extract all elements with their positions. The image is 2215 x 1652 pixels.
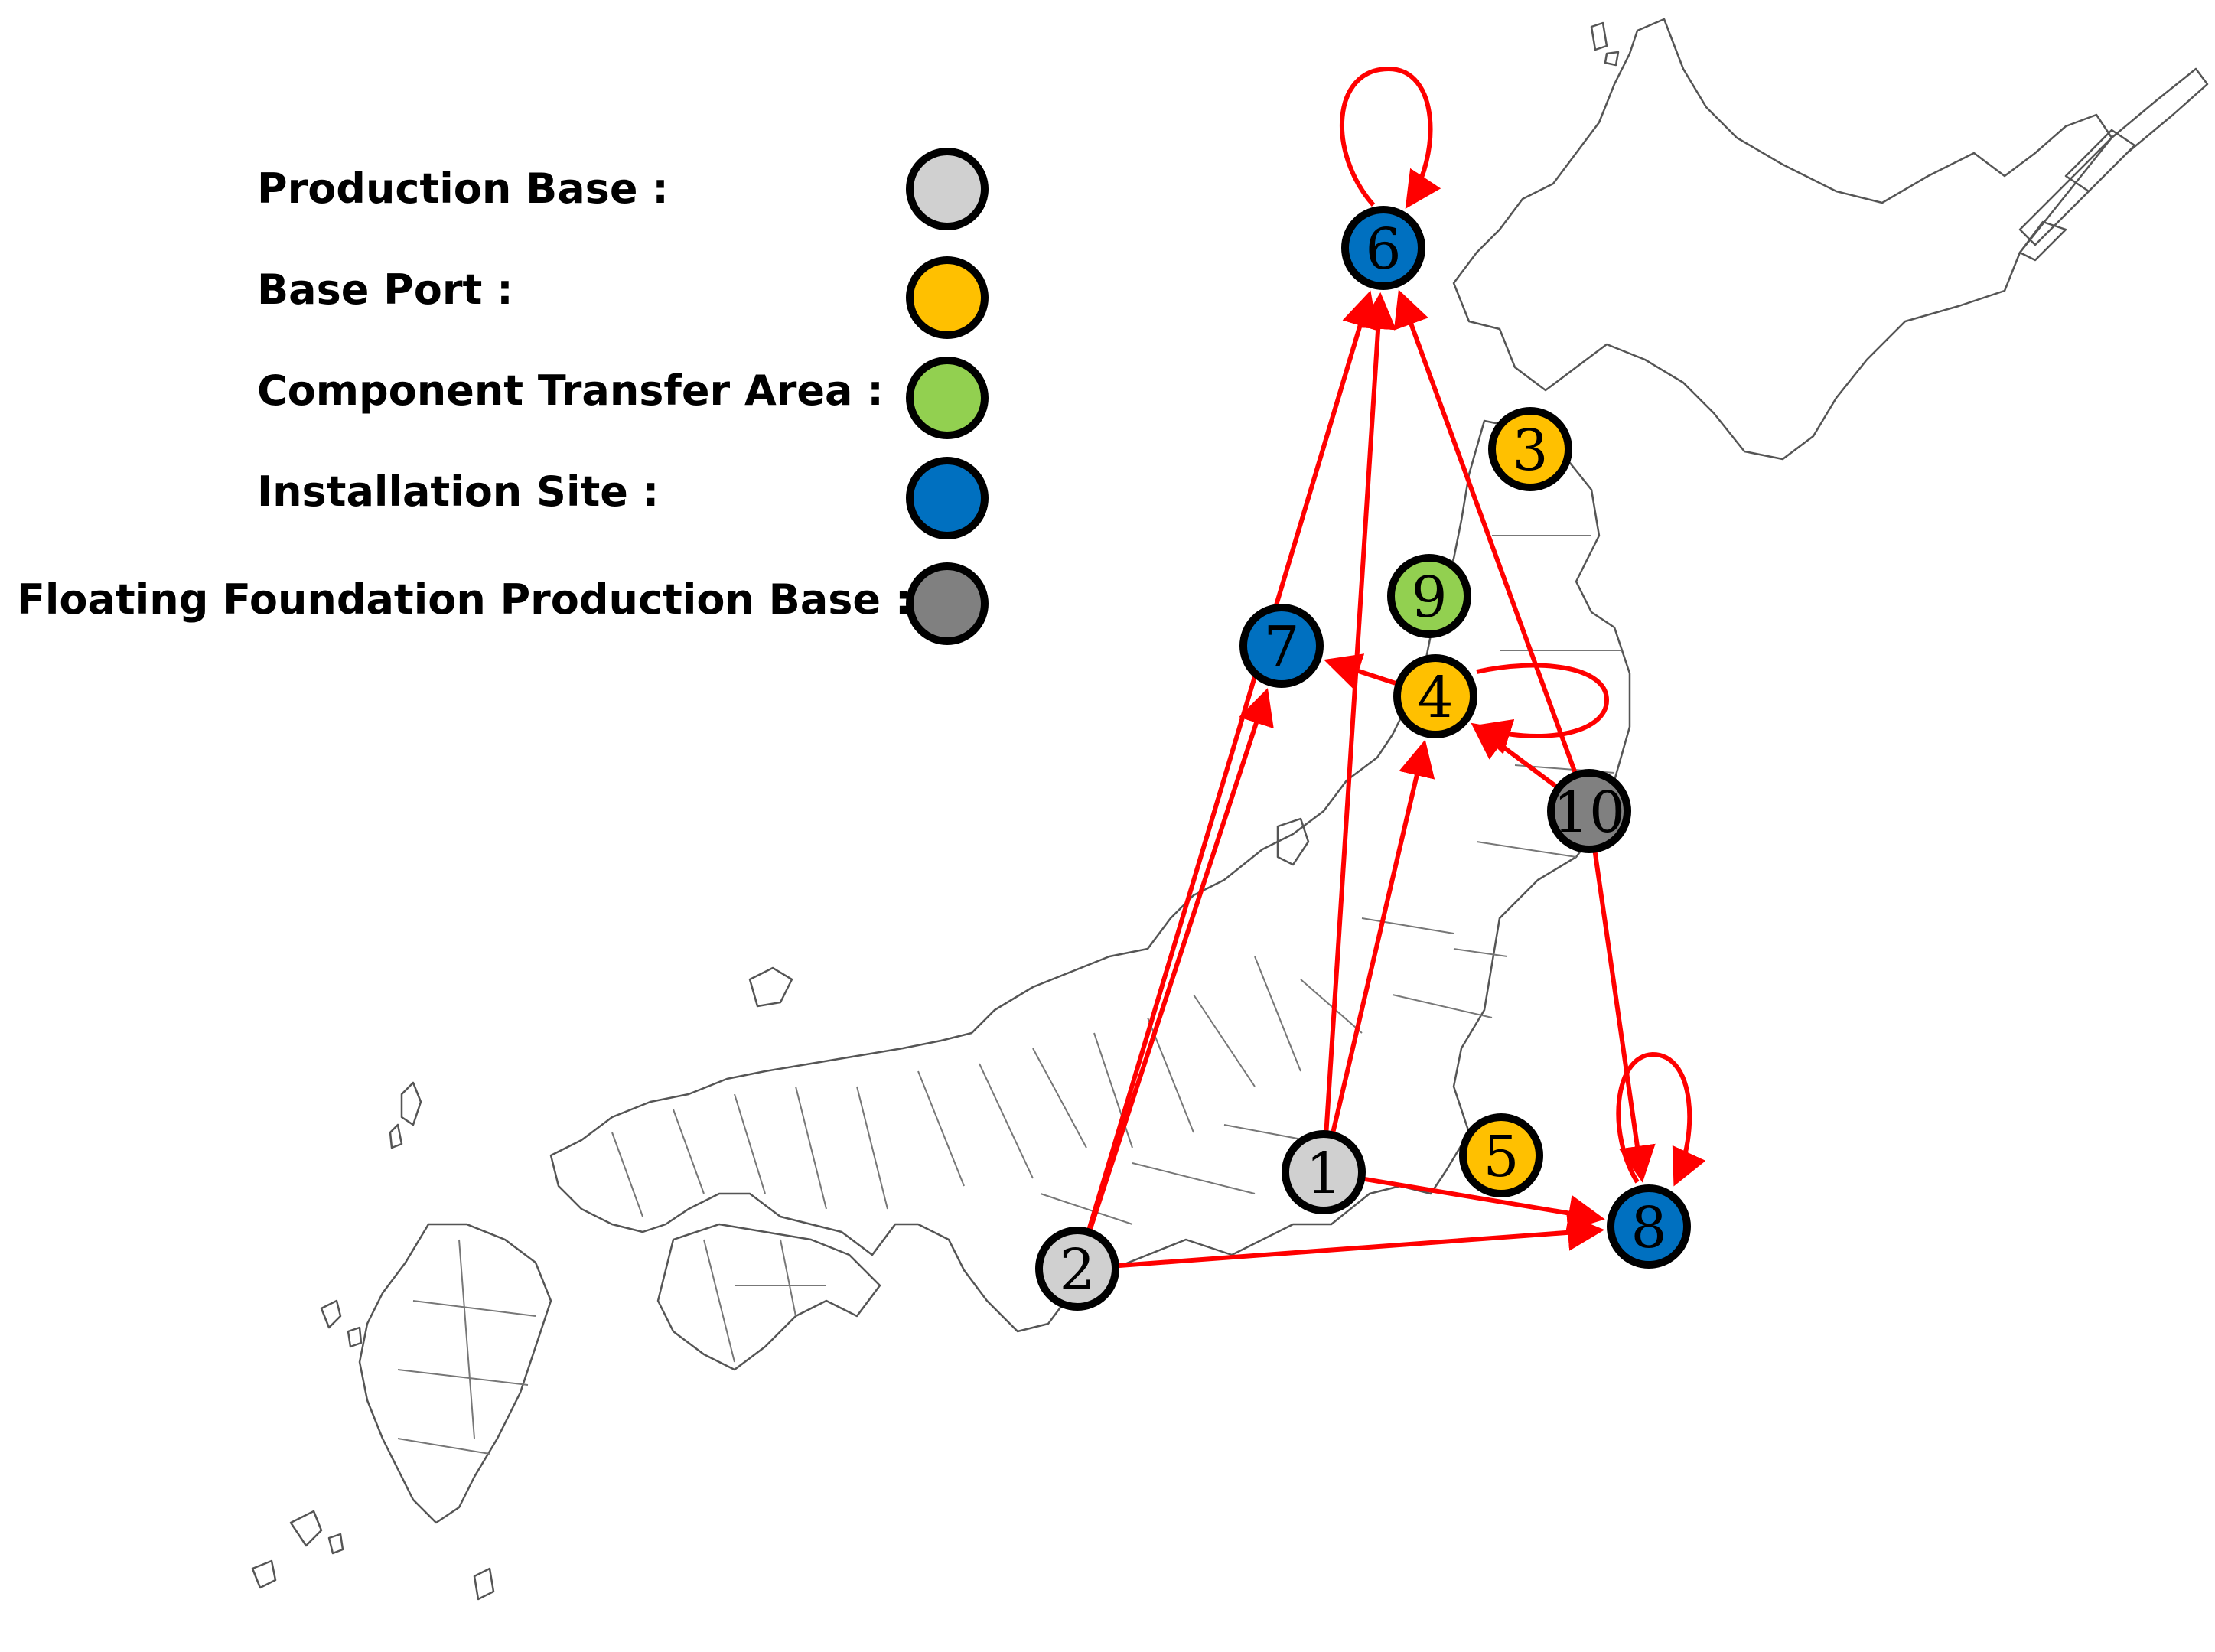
legend-swatch-floating-foundation-production-base <box>906 562 989 645</box>
node-1-marker <box>1282 1130 1366 1214</box>
route-2-to-8 <box>1111 1214 1605 1269</box>
coastline-kuril-islands <box>2018 67 2209 262</box>
node-6: 6 <box>1341 206 1425 290</box>
prefecture-boundaries <box>397 535 1622 1455</box>
legend-swatch-production-base <box>906 148 989 230</box>
coastline-hokkaido <box>1452 18 2113 461</box>
node-2: 2 <box>1035 1227 1119 1311</box>
node-8: 8 <box>1607 1184 1691 1269</box>
node-9: 9 <box>1387 554 1471 638</box>
route-1-to-4 <box>1329 739 1435 1139</box>
node-1: 1 <box>1282 1130 1366 1214</box>
legend-label-base-port: Base Port : <box>257 266 513 314</box>
node-8-marker <box>1607 1184 1691 1269</box>
node-1-label: 1 <box>1305 1141 1341 1207</box>
coastline-goto <box>320 1299 363 1348</box>
route-10-to-6 <box>1393 289 1580 780</box>
node-6-label: 6 <box>1365 217 1401 282</box>
routes-layer <box>1085 66 1706 1269</box>
route-2-to-6 <box>1085 290 1378 1237</box>
route-4-to-7 <box>1324 653 1404 689</box>
coastline-shikoku <box>656 1223 881 1371</box>
coastline-rishiri <box>1590 21 1620 67</box>
node-5-label: 5 <box>1483 1124 1519 1190</box>
route-1-to-6 <box>1323 292 1397 1139</box>
node-10-marker <box>1547 769 1631 853</box>
node-7-marker <box>1239 604 1324 688</box>
node-8-label: 8 <box>1630 1195 1666 1261</box>
node-4-label: 4 <box>1417 665 1453 731</box>
route-8-to-8 <box>1616 1051 1706 1187</box>
coastline-oki <box>748 966 793 1008</box>
coastline-honshu <box>549 419 1631 1333</box>
legend-label-installation-site: Installation Site : <box>257 468 660 516</box>
node-10: 10 <box>1547 769 1631 853</box>
node-9-label: 9 <box>1411 565 1447 630</box>
route-1-to-8 <box>1357 1175 1605 1232</box>
coastline-tsushima <box>389 1081 422 1149</box>
route-4-to-4 <box>1474 663 1610 754</box>
node-6-marker <box>1341 206 1425 290</box>
node-3-marker <box>1488 407 1572 491</box>
node-5-marker <box>1459 1113 1543 1197</box>
coastline-southern-islands <box>251 1510 495 1601</box>
coastline-sado <box>1276 817 1310 866</box>
legend-label-component-transfer-area: Component Transfer Area : <box>257 367 884 415</box>
legend-swatch-component-transfer-area <box>906 357 989 439</box>
node-9-marker <box>1387 554 1471 638</box>
legend-label-production-base: Production Base : <box>257 165 669 213</box>
route-10-to-8 <box>1591 845 1656 1183</box>
node-2-marker <box>1035 1227 1119 1311</box>
node-7-label: 7 <box>1263 614 1299 680</box>
legend-swatch-installation-site <box>906 457 989 539</box>
route-2-to-7 <box>1086 688 1274 1237</box>
node-4: 4 <box>1393 654 1477 738</box>
route-6-to-6 <box>1339 66 1441 210</box>
nodes-layer: 1 2 3 4 5 6 7 8 9 10 <box>1035 206 1691 1311</box>
node-7: 7 <box>1239 604 1324 688</box>
node-4-marker <box>1393 654 1477 738</box>
legend-swatch-base-port <box>906 256 989 339</box>
node-5: 5 <box>1459 1113 1543 1197</box>
node-3-label: 3 <box>1512 418 1548 484</box>
coastline-kyushu <box>358 1223 552 1524</box>
node-10-label: 10 <box>1553 780 1625 846</box>
node-3: 3 <box>1488 407 1572 491</box>
legend-label-floating-foundation-production-base: Floating Foundation Production Base : <box>17 575 912 624</box>
node-2-label: 2 <box>1059 1237 1095 1303</box>
